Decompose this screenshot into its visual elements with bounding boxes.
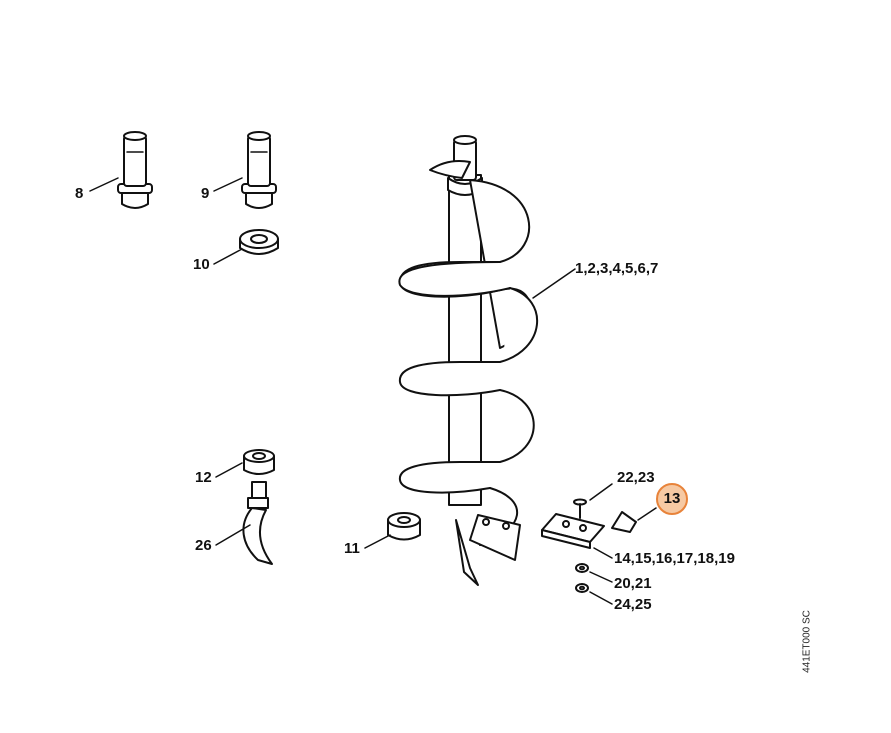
callout-10: 10 <box>193 256 210 273</box>
leader-lines <box>89 177 657 605</box>
callout-14-19: 14,15,16,17,18,19 <box>614 550 735 567</box>
auger-part-1-7 <box>398 135 538 586</box>
nut-part-11 <box>387 512 421 541</box>
screw-part-22-23 <box>573 498 587 519</box>
nut-part-12 <box>243 449 275 475</box>
callout-1-7: 1,2,3,4,5,6,7 <box>575 260 659 277</box>
drawing-code: 441ET000 SC <box>801 610 813 673</box>
callout-11: 11 <box>344 540 360 557</box>
callout-13-highlight[interactable]: 13 <box>656 483 688 515</box>
callout-22-23: 22,23 <box>617 469 655 486</box>
washer-part-20-21 <box>575 563 589 573</box>
callout-8: 8 <box>75 185 84 202</box>
cutter-blade-part-14-19 <box>541 513 605 549</box>
adapter-shaft-part-8 <box>117 131 153 209</box>
callout-24-25: 24,25 <box>614 596 652 613</box>
nut-part-24-25 <box>575 583 589 593</box>
spiral-bit-part-26 <box>242 481 273 565</box>
callout-20-21: 20,21 <box>614 575 652 592</box>
ring-part-10 <box>239 229 279 255</box>
adapter-shaft-part-9 <box>241 131 277 209</box>
callout-12: 12 <box>195 469 212 486</box>
callout-26: 26 <box>195 537 212 554</box>
point-part-13 <box>611 511 637 533</box>
callout-9: 9 <box>201 185 210 202</box>
